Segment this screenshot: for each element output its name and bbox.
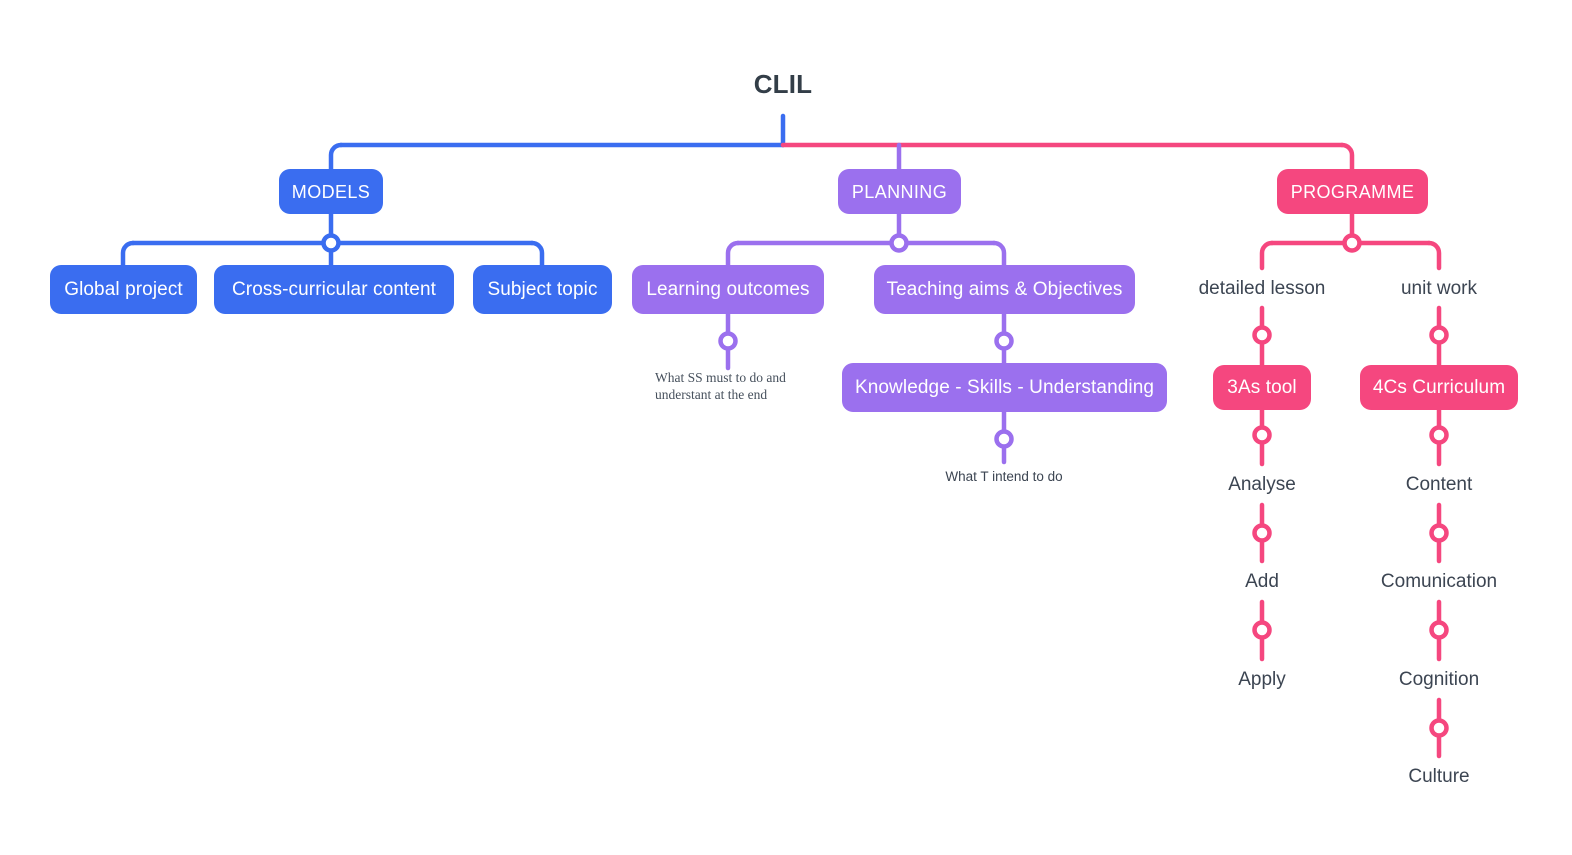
branch-node-planning[interactable]: PLANNING [838, 169, 961, 214]
node-4cs-curriculum[interactable]: 4Cs Curriculum [1360, 365, 1518, 410]
node-cognition[interactable]: Cognition [1349, 667, 1529, 693]
label-teaching-aims-objectives: Teaching aims & Objectives [886, 279, 1123, 300]
junction-ring-cognition-culture [1429, 718, 1449, 738]
node-add[interactable]: Add [1182, 569, 1342, 595]
junction-ring-analyse-add [1252, 523, 1272, 543]
junction-ring-content-comunication [1429, 523, 1449, 543]
label-learning-outcomes: Learning outcomes [646, 279, 810, 300]
note-teaching-aims-detail: What T intend to do [914, 468, 1094, 486]
label-add: Add [1245, 571, 1279, 592]
label-apply: Apply [1238, 669, 1286, 690]
junction-ring-knowledge [994, 429, 1014, 449]
node-unit-work[interactable]: unit work [1359, 276, 1519, 302]
junction-ring-add-apply [1252, 620, 1272, 640]
label-culture: Culture [1408, 766, 1470, 787]
wire-models-to-global [120, 240, 136, 268]
wire-trunk-to-models [328, 142, 344, 172]
junction-ring-planning [889, 233, 909, 253]
wire-programme-to-unit [1426, 240, 1442, 271]
junction-ring-programme [1342, 233, 1362, 253]
branch-node-programme[interactable]: PROGRAMME [1277, 169, 1428, 214]
label-3as-tool: 3As tool [1227, 377, 1297, 398]
label-detailed-lesson: detailed lesson [1198, 278, 1326, 299]
node-culture[interactable]: Culture [1349, 764, 1529, 790]
note-learning-outcomes-text: What SS must to do and understant at the… [655, 370, 786, 402]
junction-ring-3as-analyse [1252, 425, 1272, 445]
wire-models-to-subject [529, 240, 545, 268]
label-knowledge-skills-understanding: Knowledge - Skills - Understanding [854, 377, 1155, 398]
junction-ring-unit-4cs [1429, 325, 1449, 345]
node-detailed-lesson[interactable]: detailed lesson [1172, 276, 1352, 302]
label-cognition: Cognition [1398, 669, 1480, 690]
junction-ring-4cs-content [1429, 425, 1449, 445]
label-cross-curricular-content: Cross-curricular content [231, 279, 437, 300]
junction-ring-outcomes [718, 331, 738, 351]
node-subject-topic[interactable]: Subject topic [473, 265, 612, 314]
branch-label-planning: PLANNING [851, 181, 948, 202]
node-teaching-aims-objectives[interactable]: Teaching aims & Objectives [874, 265, 1135, 314]
label-global-project: Global project [64, 279, 183, 300]
node-3as-tool[interactable]: 3As tool [1213, 365, 1311, 410]
root-node-clil[interactable]: CLIL [723, 68, 843, 100]
node-content[interactable]: Content [1349, 472, 1529, 498]
node-cross-curricular-content[interactable]: Cross-curricular content [214, 265, 454, 314]
branch-label-programme: PROGRAMME [1290, 181, 1415, 202]
node-learning-outcomes[interactable]: Learning outcomes [632, 265, 824, 314]
root-label: CLIL [753, 68, 813, 99]
label-analyse: Analyse [1228, 474, 1296, 495]
branch-label-models: MODELS [291, 181, 371, 202]
node-knowledge-skills-understanding[interactable]: Knowledge - Skills - Understanding [842, 363, 1167, 412]
branch-node-models[interactable]: MODELS [279, 169, 383, 214]
label-subject-topic: Subject topic [487, 279, 598, 300]
junction-ring-detailed-3as [1252, 325, 1272, 345]
node-comunication[interactable]: Comunication [1349, 569, 1529, 595]
note-teaching-aims-text: What T intend to do [945, 468, 1063, 484]
junction-ring-models [321, 233, 341, 253]
label-4cs-curriculum: 4Cs Curriculum [1372, 377, 1506, 398]
wire-programme-to-detailed [1259, 240, 1275, 271]
label-comunication: Comunication [1380, 571, 1498, 592]
wire-trunk-to-programme [1339, 142, 1355, 172]
wire-planning-to-aims [991, 240, 1007, 268]
wire-planning-to-outcomes [725, 240, 741, 268]
junction-ring-aims [994, 331, 1014, 351]
node-analyse[interactable]: Analyse [1182, 472, 1342, 498]
label-unit-work: unit work [1400, 278, 1478, 299]
note-learning-outcomes-detail: What SS must to do and understant at the… [655, 370, 865, 408]
node-global-project[interactable]: Global project [50, 265, 197, 314]
node-apply[interactable]: Apply [1182, 667, 1342, 693]
junction-ring-comunication-cognition [1429, 620, 1449, 640]
label-content: Content [1405, 474, 1473, 495]
